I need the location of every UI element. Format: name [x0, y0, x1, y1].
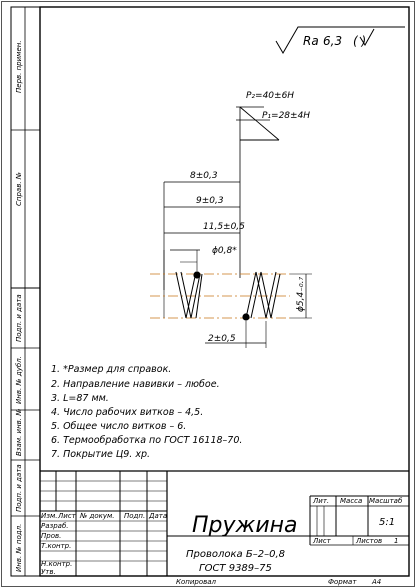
force-p2: P₂=40±6H: [246, 91, 294, 101]
strip-perv-primen: Перв. примен.: [15, 40, 23, 93]
notes: 1. *Размер для справок. 2. Направление н…: [51, 364, 242, 460]
strip-inv-dubl: Инв. № дубл.: [15, 356, 23, 404]
dim-8: 8±0,3: [190, 171, 218, 181]
tb-header-data: Дата: [148, 512, 167, 520]
note-1: 1. *Размер для справок.: [51, 364, 171, 375]
dim-outer: ϕ5,4₋₀.₇: [296, 277, 306, 312]
tb-header-doc: № докум.: [79, 512, 115, 520]
roughness-extra: ( ): [353, 34, 366, 48]
side-strip: [10, 6, 41, 577]
force-diagram: [163, 106, 280, 318]
tb-header-list: Лист: [57, 512, 77, 520]
tb-copied: Копировал: [176, 578, 217, 586]
drawing-frame: [39, 6, 410, 577]
tb-header-izm: Изм.: [41, 512, 57, 520]
note-3: 3. L=87 мм.: [51, 393, 109, 404]
strip-vzam-inv: Взам. инв. №: [15, 408, 23, 456]
note-7: 7. Покрытие Ц9. хр.: [51, 449, 150, 460]
tb-material-2: ГОСТ 9389–75: [199, 563, 272, 574]
dim-pitch: 2±0,5: [208, 334, 236, 344]
tb-role-prov: Пров.: [41, 532, 61, 540]
roughness-value: 6,3: [323, 34, 342, 48]
tb-header-podp: Подп.: [124, 512, 145, 520]
roughness-symbol: Ra 6,3 ( ): [275, 26, 405, 54]
strip-sprav-no: Справ. №: [15, 172, 23, 206]
tb-lit: Лит.: [312, 497, 329, 505]
strip-podp-data-2: Подп. и дата: [15, 464, 23, 512]
roughness-prefix: Ra: [303, 34, 319, 48]
tb-masshtab: Масштаб: [369, 497, 403, 505]
tb-sheets-value: 1: [394, 537, 398, 545]
tb-format-label: Формат: [328, 578, 357, 586]
dim-11-5: 11,5±0,5: [203, 222, 245, 232]
note-4: 4. Число рабочих витков – 4,5.: [51, 407, 203, 418]
note-2: 2. Направление навивки – любое.: [51, 379, 220, 390]
tb-part-name: Пружина: [192, 513, 298, 538]
strip-podp-data-1: Подп. и дата: [15, 294, 23, 342]
note-5: 5. Общее число витков – 6.: [51, 421, 186, 432]
dim-wire: ϕ0,8*: [212, 246, 237, 256]
tb-scale-value: 5:1: [379, 517, 395, 528]
tb-sheets-label: Листов: [355, 537, 382, 545]
tb-role-tkontr: Т.контр.: [41, 542, 71, 550]
tb-massa: Масса: [340, 497, 362, 505]
note-6: 6. Термообработка по ГОСТ 16118–70.: [51, 435, 242, 446]
dim-9: 9±0,3: [196, 196, 224, 206]
force-p1: P₁=28±4H: [262, 111, 310, 121]
tb-sheet-label: Лист: [312, 537, 332, 545]
tb-role-razrab: Разраб.: [41, 522, 69, 530]
spring-drawing: [150, 249, 312, 348]
title-block: [40, 470, 409, 576]
tb-role-utv: Утв.: [41, 568, 56, 576]
roughness-check-icon: [359, 28, 375, 46]
tb-format-value: А4: [371, 578, 381, 586]
tb-material-1: Проволока Б–2–0,8: [186, 549, 285, 560]
tb-role-nkontr: Н.контр.: [41, 560, 72, 568]
strip-inv-podl: Инв. № подл.: [15, 524, 23, 572]
